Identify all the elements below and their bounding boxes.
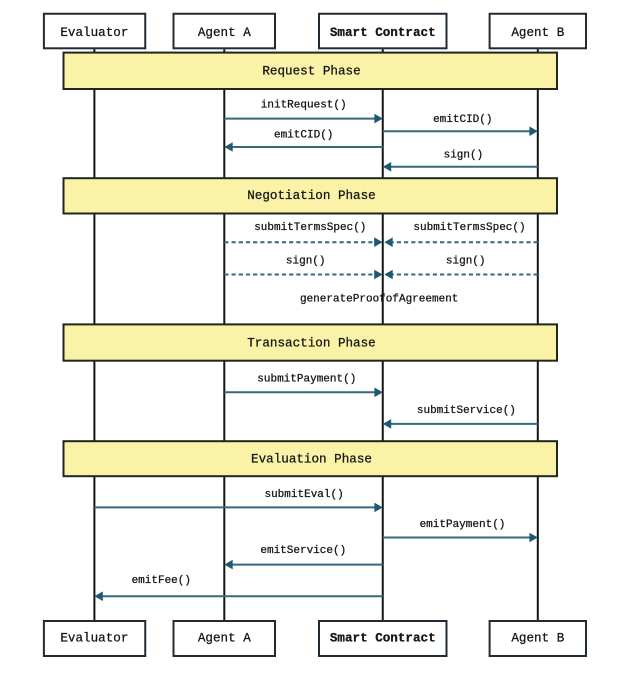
- svg-text:submitPayment(): submitPayment(): [257, 373, 356, 385]
- svg-text:Smart Contract: Smart Contract: [330, 632, 436, 646]
- svg-text:Agent B: Agent B: [511, 632, 564, 646]
- svg-text:sign(): sign(): [444, 150, 484, 162]
- svg-text:emitPayment(): emitPayment(): [420, 519, 506, 531]
- svg-text:Smart Contract: Smart Contract: [330, 26, 436, 40]
- svg-text:emitCID(): emitCID(): [433, 114, 492, 126]
- svg-text:sign(): sign(): [286, 255, 326, 267]
- svg-text:submitService(): submitService(): [417, 405, 516, 417]
- svg-text:Request Phase: Request Phase: [262, 65, 360, 79]
- svg-text:generateProofofAgreement: generateProofofAgreement: [300, 293, 458, 305]
- svg-text:submitTermsSpec(): submitTermsSpec(): [254, 222, 366, 234]
- svg-text:submitEval(): submitEval(): [264, 489, 343, 501]
- svg-text:Evaluator: Evaluator: [60, 26, 128, 40]
- svg-text:Agent B: Agent B: [511, 26, 564, 40]
- svg-text:Negotiation Phase: Negotiation Phase: [247, 189, 375, 203]
- svg-text:initRequest(): initRequest(): [261, 100, 347, 112]
- svg-text:emitFee(): emitFee(): [132, 575, 191, 587]
- svg-text:submitTermsSpec(): submitTermsSpec(): [413, 222, 525, 234]
- svg-text:emitCID(): emitCID(): [274, 130, 333, 142]
- svg-text:Agent A: Agent A: [198, 26, 251, 40]
- svg-text:Evaluator: Evaluator: [60, 632, 128, 646]
- svg-text:Transaction Phase: Transaction Phase: [247, 337, 375, 351]
- svg-text:Agent A: Agent A: [198, 632, 251, 646]
- svg-text:Evaluation Phase: Evaluation Phase: [251, 453, 372, 467]
- svg-text:sign(): sign(): [446, 255, 486, 267]
- svg-text:emitService(): emitService(): [260, 545, 346, 557]
